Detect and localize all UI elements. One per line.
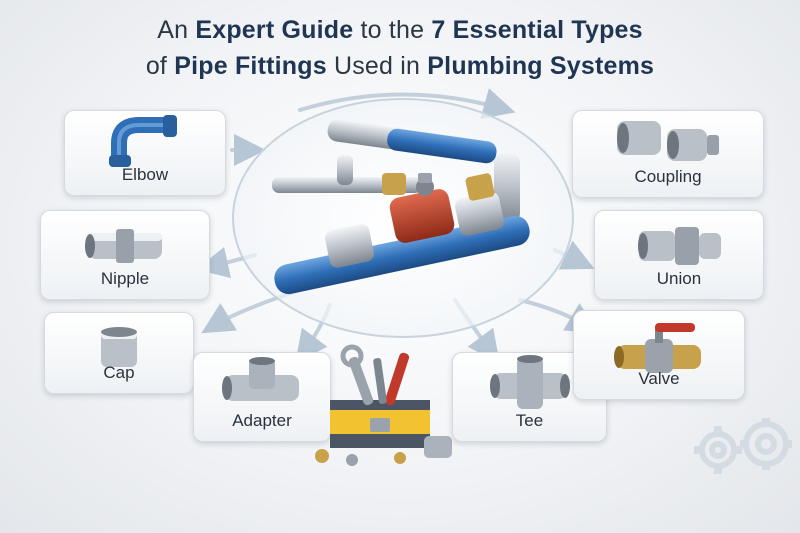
fitting-card-nipple: Nipple <box>40 210 210 300</box>
fitting-card-adapter: Adapter <box>193 352 331 442</box>
fitting-label-valve: Valve <box>638 369 680 388</box>
fitting-label-union: Union <box>656 269 702 288</box>
fitting-label-adapter: Adapter <box>232 411 292 430</box>
fitting-card-cap: Cap <box>44 312 194 394</box>
fitting-label-coupling: Coupling <box>634 167 702 186</box>
fitting-card-valve: Valve <box>573 310 745 400</box>
fitting-card-coupling: Coupling <box>572 110 764 198</box>
central-pipe-assembly-illustration <box>272 119 530 295</box>
title-text: An <box>157 16 196 44</box>
title-emphasis: Pipe Fittings <box>174 52 327 80</box>
title-emphasis: Plumbing Systems <box>427 52 655 80</box>
valve-icon <box>614 323 701 373</box>
fitting-label-tee: Tee <box>515 411 544 430</box>
title-emphasis: 7 Essential Types <box>431 16 643 44</box>
title-text: of <box>145 52 175 80</box>
title-text: Used in <box>326 52 428 80</box>
title-emphasis: Expert Guide <box>195 16 354 44</box>
fitting-label-nipple: Nipple <box>100 269 150 288</box>
title-line-1: An Expert Guide to the 7 Essential Types <box>0 16 800 45</box>
tee-icon <box>489 355 570 409</box>
fitting-card-union: Union <box>594 210 764 300</box>
union-icon <box>638 227 721 265</box>
nipple-icon <box>85 229 162 263</box>
fitting-label-elbow: Elbow <box>121 165 169 184</box>
title-line-2: of Pipe Fittings Used in Plumbing System… <box>0 52 800 81</box>
cap-icon <box>101 327 137 367</box>
gear-icon <box>694 418 792 474</box>
adapter-icon <box>222 357 299 401</box>
title-text: to the <box>353 16 432 44</box>
coupling-icon <box>617 121 719 161</box>
fitting-card-elbow: Elbow <box>64 110 226 196</box>
elbow-icon <box>109 115 177 167</box>
fitting-label-cap: Cap <box>103 363 135 382</box>
toolbox-illustration <box>315 344 452 466</box>
